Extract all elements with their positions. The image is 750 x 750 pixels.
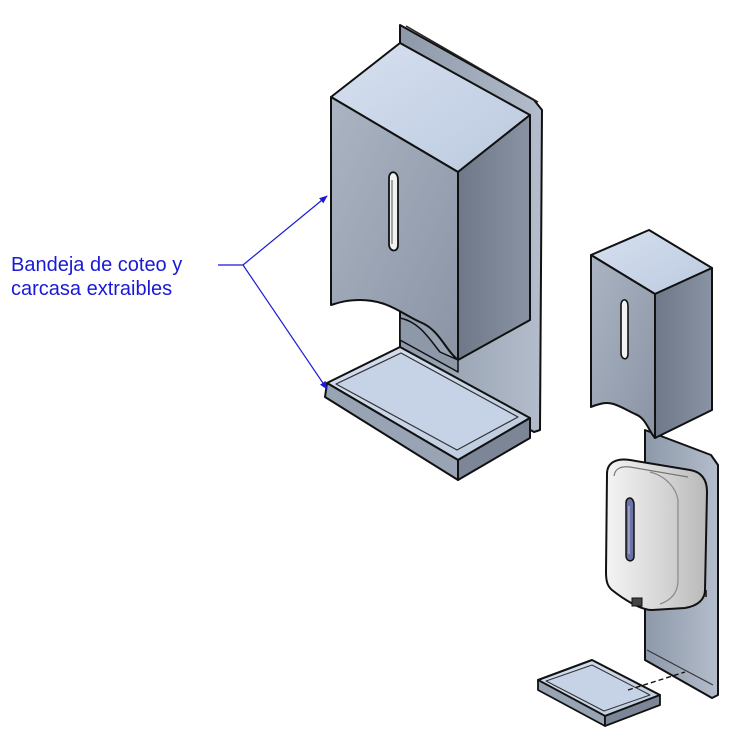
assembly-dashed-line [627,671,686,691]
leader-arrow-tray [242,264,328,390]
large-drip-tray [324,346,531,481]
callout-label-line-1: Bandeja de coteo y [11,254,183,276]
callout-label-line-2: carcasa extraibles [11,278,173,300]
large-housing [330,42,531,361]
small-assembly [537,229,719,727]
callout-leaders [218,195,328,390]
leader-arrow-housing [242,195,328,266]
large-assembly [324,24,543,481]
small-drip-tray [537,659,661,727]
small-housing [590,229,713,439]
soap-dispenser [605,458,708,611]
callout-label: Bandeja de coteo y carcasa extraibles [11,253,182,301]
